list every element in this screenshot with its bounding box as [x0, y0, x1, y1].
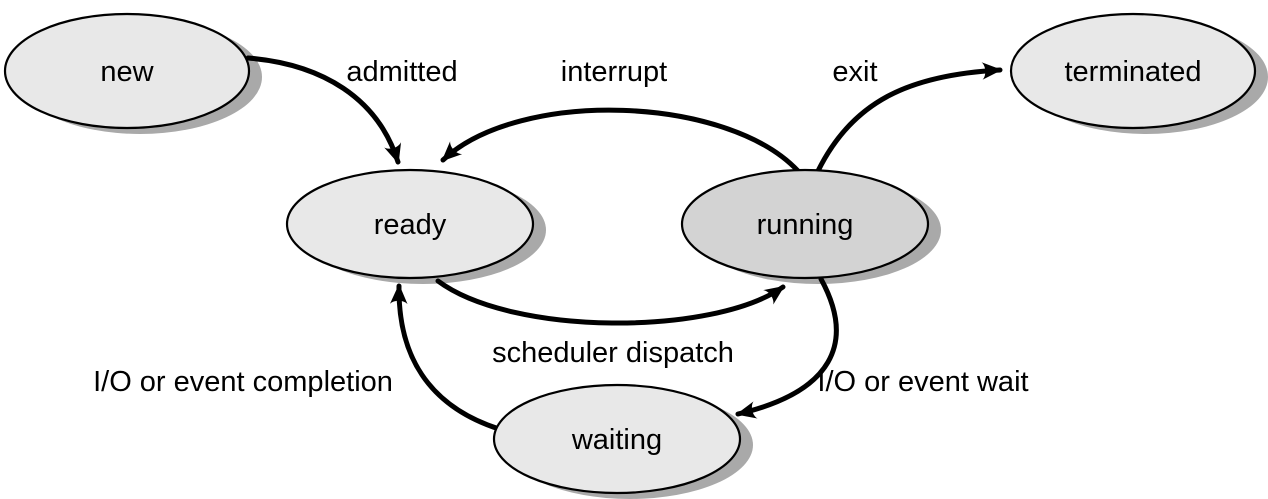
transition-interrupt-arrow: [440, 107, 801, 174]
state-running-label: running: [757, 209, 854, 241]
state-waiting-ellipse: [492, 383, 742, 495]
transition-arrows: [245, 55, 1003, 432]
state-running-ellipse: [680, 168, 930, 280]
state-terminated-ellipse: [1009, 12, 1257, 130]
state-new: new: [3, 12, 251, 130]
transition-io-wait-arrow: [735, 276, 839, 419]
transition-admitted-label: admitted: [346, 56, 457, 88]
state-terminated: terminated: [1009, 12, 1257, 130]
state-ready-label: ready: [374, 209, 447, 241]
transition-labels: admitted interrupt scheduler dispatch ex…: [93, 56, 1028, 398]
transition-interrupt-label: interrupt: [561, 56, 667, 88]
transition-io-completion-label: I/O or event completion: [93, 366, 393, 398]
state-ready-ellipse: [285, 168, 535, 280]
state-waiting: waiting: [492, 383, 742, 495]
transition-io-wait-label: I/O or event wait: [817, 366, 1028, 398]
transition-admitted-arrow: [245, 55, 402, 165]
transition-scheduler-dispatch-label: scheduler dispatch: [492, 337, 734, 369]
state-new-ellipse: [3, 12, 251, 130]
state-waiting-label: waiting: [571, 424, 662, 456]
state-running: running: [680, 168, 930, 280]
transition-exit-arrow: [815, 62, 1003, 174]
transition-scheduler-dispatch-arrow: [435, 278, 786, 326]
state-new-label: new: [100, 56, 154, 88]
state-ready: ready: [285, 168, 535, 280]
transition-exit-label: exit: [832, 56, 877, 88]
state-terminated-label: terminated: [1064, 56, 1201, 88]
transition-io-completion-arrow: [389, 283, 502, 432]
